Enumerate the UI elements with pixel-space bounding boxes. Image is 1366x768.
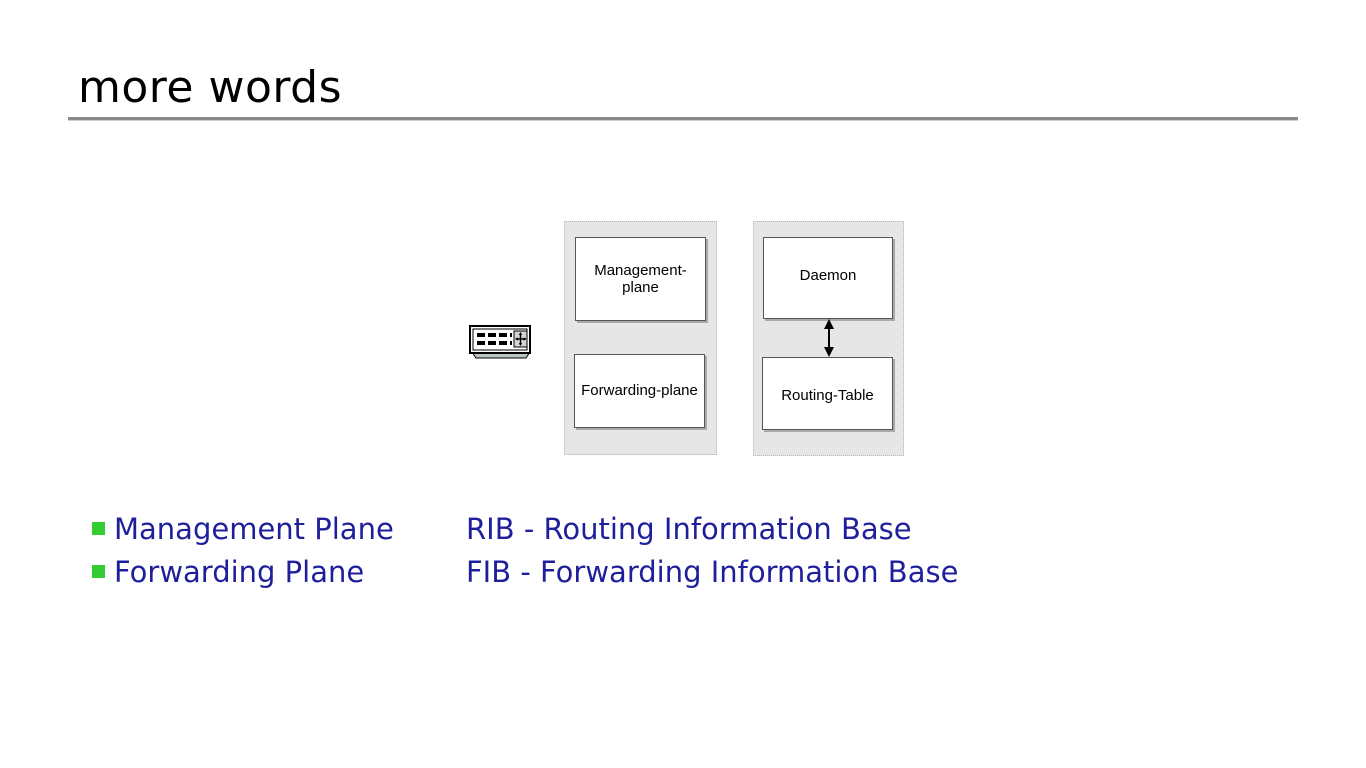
green-square-bullet-icon bbox=[92, 565, 105, 578]
network-switch-glyph bbox=[469, 325, 531, 359]
expansion-label: FIB - Forwarding Information Base bbox=[466, 555, 959, 589]
management-plane-box[interactable]: Management-plane bbox=[575, 237, 706, 321]
title-divider bbox=[68, 117, 1298, 121]
term-label: Management Plane bbox=[114, 512, 394, 546]
list-item: Management Plane RIB - Routing Informati… bbox=[92, 508, 1192, 551]
forwarding-plane-box[interactable]: Forwarding-plane bbox=[574, 354, 705, 428]
daemon-routing-arrow-icon bbox=[821, 319, 837, 357]
term-label: Forwarding Plane bbox=[114, 555, 365, 589]
expansion-label: RIB - Routing Information Base bbox=[466, 512, 912, 546]
page-title: more words bbox=[78, 62, 343, 113]
green-square-bullet-icon bbox=[92, 522, 105, 535]
double-headed-arrow-glyph bbox=[824, 319, 834, 357]
routing-table-box[interactable]: Routing-Table bbox=[762, 357, 893, 430]
list-item: Forwarding Plane FIB - Forwarding Inform… bbox=[92, 551, 1192, 594]
daemon-box[interactable]: Daemon bbox=[763, 237, 893, 319]
definitions-list: Management Plane RIB - Routing Informati… bbox=[92, 508, 1192, 594]
network-switch-icon bbox=[468, 324, 534, 360]
